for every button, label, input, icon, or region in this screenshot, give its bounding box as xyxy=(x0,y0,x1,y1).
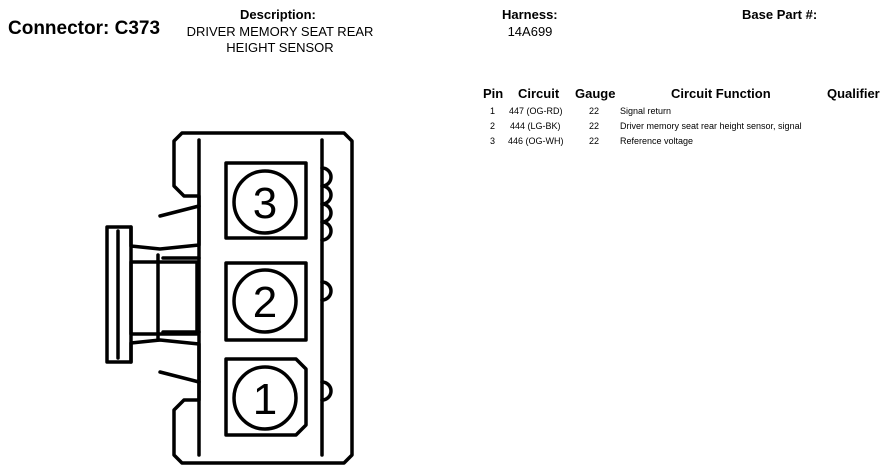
header-gauge: Gauge xyxy=(575,86,616,101)
harness-value: 14A699 xyxy=(507,24,553,39)
description-line-2: HEIGHT SENSOR xyxy=(226,40,334,55)
latch-line xyxy=(158,370,201,384)
description-line-1: DRIVER MEMORY SEAT REAR xyxy=(186,24,374,39)
cell-pin: 1 xyxy=(490,106,496,116)
pin-cavity-3 xyxy=(224,161,308,240)
pin-table: Pin Circuit Gauge Circuit Function Quali… xyxy=(478,86,888,156)
connector-id: C373 xyxy=(114,18,161,39)
pin-number-3: 3 xyxy=(253,179,277,228)
cell-function: Driver memory seat rear height sensor, s… xyxy=(620,121,802,131)
connector-housing-outline xyxy=(105,131,354,465)
pin-circle-2 xyxy=(232,268,298,334)
cell-pin: 2 xyxy=(490,121,496,131)
cell-circuit: 447 (OG-RD) xyxy=(509,106,563,116)
right-side-bump xyxy=(320,380,333,402)
cell-gauge: 22 xyxy=(589,121,600,131)
harness-label: Harness: xyxy=(502,7,558,22)
cell-function: Reference voltage xyxy=(620,136,694,146)
header-circuit-function: Circuit Function xyxy=(671,86,771,101)
cell-gauge: 22 xyxy=(589,106,600,116)
header-circuit: Circuit xyxy=(518,86,560,101)
cell-pin: 3 xyxy=(490,136,496,146)
base-part-label: Base Part #: xyxy=(742,7,818,22)
header-qualifier: Qualifier xyxy=(827,86,880,101)
cell-gauge: 22 xyxy=(589,136,600,146)
cell-circuit: 444 (LG-BK) xyxy=(510,121,561,131)
header-pin: Pin xyxy=(483,86,504,101)
connector-label: Connector: xyxy=(8,18,110,39)
connector-title: Connector: C373 xyxy=(8,18,160,40)
cell-circuit: 446 (OG-WH) xyxy=(508,136,564,146)
pin-circle-1 xyxy=(232,365,298,431)
pin-cavity-2 xyxy=(224,261,308,342)
pin-number-2: 2 xyxy=(253,278,277,327)
pin-cavity-1 xyxy=(224,357,308,437)
pin-number-1: 1 xyxy=(253,375,277,424)
right-side-bump xyxy=(320,280,333,302)
right-side-bumps xyxy=(320,166,333,242)
latch-line xyxy=(158,204,201,218)
cell-function: Signal return xyxy=(620,106,672,116)
pin-circle-3 xyxy=(232,169,298,235)
description-value: DRIVER MEMORY SEAT REAR HEIGHT SENSOR xyxy=(170,24,390,56)
description-label: Description: xyxy=(240,7,316,22)
latch-block xyxy=(129,260,199,336)
